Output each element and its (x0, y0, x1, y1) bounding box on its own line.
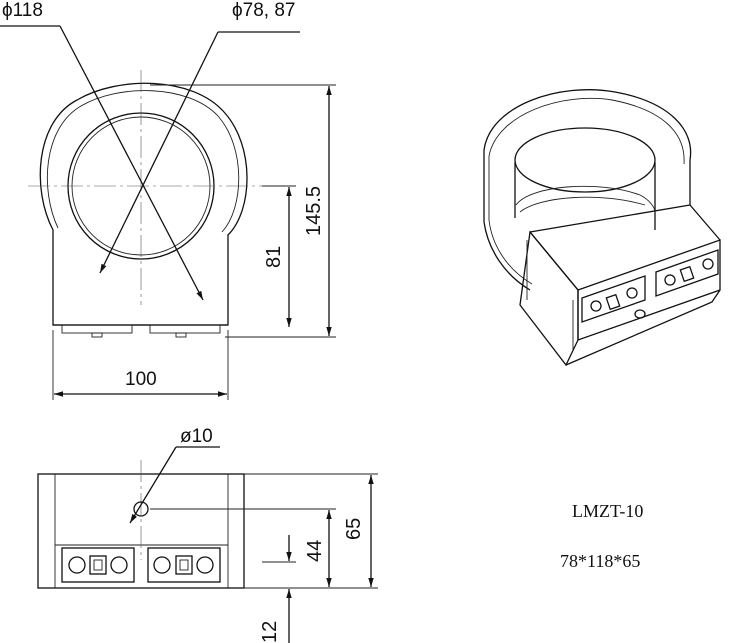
iso-terminal-right (655, 249, 719, 297)
iso-box-front (577, 239, 721, 341)
label-hole-diameter: ø10 (180, 426, 213, 447)
terminal-screw-l1 (68, 556, 86, 574)
front-housing-inner-outline (46, 90, 240, 233)
side-view: ø10 65 44 12 (37, 426, 378, 643)
iso-box-side (519, 230, 579, 367)
label-outer-diameter: ϕ118 (2, 0, 43, 21)
terminal-screw-l2 (110, 556, 128, 574)
model-name: LMZT-10 (572, 501, 643, 521)
iso-box-front-top (529, 204, 691, 233)
front-terminal-strip-left (61, 324, 133, 334)
iso-screw-2 (626, 287, 638, 299)
iso-screw-4 (702, 258, 714, 270)
iso-window-1 (605, 293, 621, 311)
iso-hole-bottom-arc (515, 185, 656, 213)
terminal-block-right (147, 547, 221, 583)
front-housing-outline (39, 82, 248, 326)
leader-hole (129, 446, 177, 524)
front-view: ϕ118 ϕ78, 87 100 145.5 81 (0, 0, 336, 400)
iso-terminal-left (581, 275, 646, 323)
leader-inner-diameter (99, 31, 219, 274)
iso-ring-top-inner (488, 97, 685, 165)
label-terminal-height: 12 (259, 621, 281, 643)
iso-window-2 (679, 265, 695, 283)
front-terminal-foot-2 (175, 332, 187, 338)
label-width: 100 (125, 369, 157, 390)
iso-hole-top (514, 127, 656, 193)
label-side-height: 65 (343, 518, 365, 540)
iso-screw-3 (664, 274, 676, 286)
iso-mounting-hole (634, 309, 646, 319)
label-height-center: 81 (263, 246, 285, 268)
side-mounting-hole (133, 501, 149, 517)
terminal-window-r (175, 555, 193, 575)
iso-box-bottom-edge (565, 289, 721, 366)
label-height-total: 145.5 (303, 186, 325, 236)
label-inner-diameter: ϕ78, 87 (232, 0, 295, 21)
front-terminal-foot-1 (91, 332, 103, 338)
terminal-window-l-inner (93, 559, 103, 571)
terminal-screw-r1 (153, 556, 171, 574)
iso-ring-top-outer (483, 89, 692, 161)
leader-outer-diameter (59, 25, 204, 301)
label-hole-height: 44 (304, 540, 326, 562)
isometric-view (483, 89, 721, 367)
terminal-block-left (61, 547, 135, 583)
front-terminal-strip-right (149, 324, 221, 334)
terminal-window-l (89, 555, 107, 575)
model-size: 78*118*65 (560, 551, 640, 571)
iso-box-top-right (689, 204, 721, 241)
iso-screw-1 (590, 300, 602, 312)
terminal-window-r-inner (179, 559, 189, 571)
terminal-screw-r2 (196, 556, 214, 574)
iso-hole-bottom-arc-2 (519, 196, 646, 213)
